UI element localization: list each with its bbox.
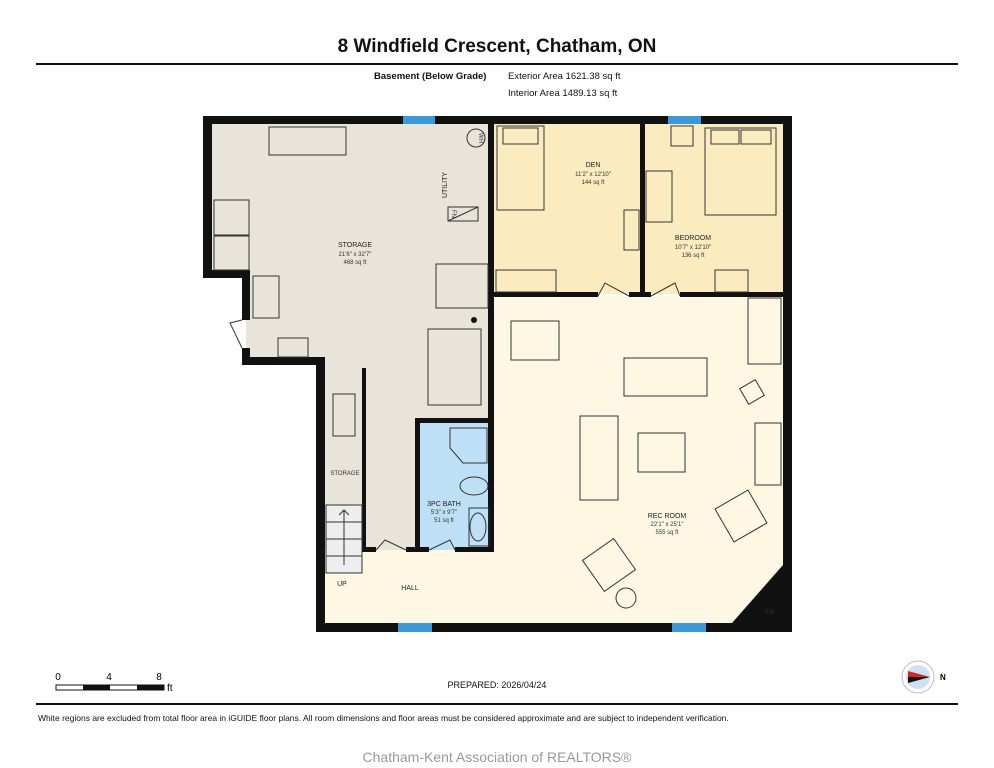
scale-tick-4: 4: [106, 672, 112, 683]
den-label: DEN: [586, 162, 601, 169]
bedroom-dims: 10'7" x 12'10": [675, 245, 711, 251]
window: [668, 116, 701, 124]
den-area: 144 sq ft: [581, 180, 604, 186]
door[interactable]: [597, 282, 630, 297]
storage-room: [212, 124, 490, 550]
hall-label: HALL: [401, 585, 419, 592]
furnace-label: FN: [450, 210, 456, 218]
utility-label: UTILITY: [442, 172, 449, 198]
window: [398, 623, 432, 632]
door[interactable]: [229, 319, 243, 349]
bath-dims: 5'3" x 9'7": [431, 510, 457, 516]
window: [403, 116, 435, 124]
header-rule: [36, 63, 958, 65]
storage-dims: 21'6" x 32'7": [339, 252, 372, 258]
compass-icon: N: [901, 660, 946, 694]
fireplace-label: F/P: [765, 610, 774, 616]
water-heater-label: WH: [477, 133, 483, 143]
bedroom-room: [644, 124, 783, 294]
scale-bar: 0 4 8 ft: [55, 672, 173, 694]
storage-area: 468 sq ft: [343, 260, 366, 266]
bedroom-label: BEDROOM: [675, 235, 711, 242]
door[interactable]: [375, 539, 407, 551]
bath-area: 51 sq ft: [434, 518, 454, 524]
bath-room: [420, 423, 490, 550]
storage-label: STORAGE: [338, 242, 372, 249]
bath-label: 3PC BATH: [427, 501, 461, 508]
window: [672, 623, 706, 632]
level-label: Basement (Below Grade): [374, 71, 487, 82]
scale-unit: ft: [167, 683, 173, 694]
scale-tick-8: 8: [156, 672, 162, 683]
bedroom-area: 136 sq ft: [681, 253, 704, 259]
den-dims: 11'2" x 12'10": [575, 172, 611, 178]
den-room: [494, 124, 640, 294]
compass-north-label: N: [940, 673, 946, 682]
exterior-area: Exterior Area 1621.38 sq ft: [508, 71, 621, 82]
prepared-date: PREPARED: 2026/04/24: [447, 680, 547, 690]
rec-area: 555 sq ft: [655, 530, 678, 536]
furniture: [213, 125, 782, 609]
disclaimer: White regions are excluded from total fl…: [38, 713, 729, 723]
stairs-up-label: UP: [337, 581, 347, 588]
rec-dims: 22'1" x 25'1": [651, 522, 684, 528]
door[interactable]: [650, 282, 681, 297]
walls: [203, 116, 792, 632]
rec-label: REC ROOM: [648, 513, 687, 520]
footer-rule: [36, 703, 958, 705]
door[interactable]: [428, 539, 456, 551]
interior-area: Interior Area 1489.13 sq ft: [508, 88, 618, 99]
page-title: 8 Windfield Crescent, Chatham, ON: [337, 36, 657, 57]
storage2-label: STORAGE: [330, 471, 359, 477]
brand-watermark: Chatham-Kent Association of REALTORS®: [362, 749, 632, 765]
scale-tick-0: 0: [55, 672, 61, 683]
